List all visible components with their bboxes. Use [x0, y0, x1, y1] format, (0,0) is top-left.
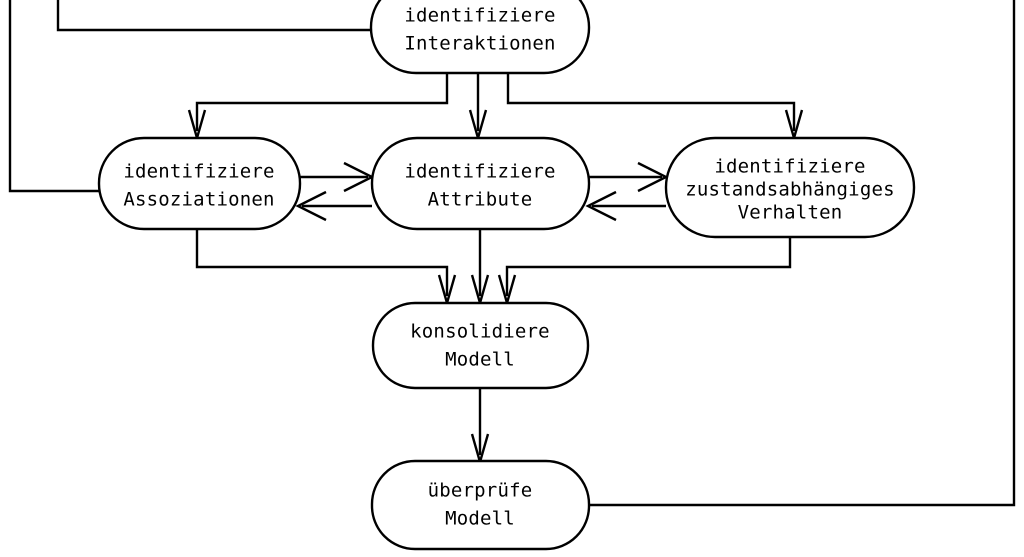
arrowhead-attribute-to-assoziationen — [295, 190, 327, 222]
node-identifiziere-assoziationen[interactable]: identifiziere Assoziationen — [97, 136, 302, 231]
node-label-zustand-line2: zustandsabhängiges — [685, 179, 895, 201]
node-label-interaktionen-line2: Interaktionen — [404, 33, 555, 55]
node-label-interaktionen-line1: identifiziere — [404, 5, 555, 27]
node-label-ueberpruefe-line1: überprüfe — [428, 480, 533, 502]
edge-interaktionen-to-zustand — [506, 73, 796, 131]
node-label-zustand-line1: identifiziere — [714, 156, 865, 178]
node-shape-assoziationen — [97, 136, 302, 231]
node-identifiziere-attribute[interactable]: identifiziere Attribute — [370, 136, 591, 231]
node-label-assoziationen-line1: identifiziere — [123, 161, 274, 183]
node-label-ueberpruefe-line2: Modell — [445, 508, 515, 530]
edge-left-feedback-bus — [8, 0, 99, 193]
node-konsolidiere-modell[interactable]: konsolidiere Modell — [371, 301, 590, 390]
edge-interaktionen-left-input — [56, 0, 371, 32]
node-shape-zustand — [664, 136, 916, 239]
node-label-attribute-line2: Attribute — [428, 189, 533, 211]
edge-assoziationen-to-konsolidiere — [195, 229, 449, 296]
node-label-zustand-line3: Verhalten — [738, 202, 843, 224]
node-shape-interaktionen — [369, 0, 591, 75]
node-label-konsolidiere-line1: konsolidiere — [410, 321, 550, 343]
node-ueberpruefe-modell[interactable]: überprüfe Modell — [370, 459, 591, 551]
node-identifiziere-interaktionen[interactable]: identifiziere Interaktionen — [369, 0, 591, 75]
node-shape-konsolidiere — [371, 301, 590, 390]
node-label-assoziationen-line2: Assoziationen — [123, 189, 274, 211]
node-label-attribute-line1: identifiziere — [404, 161, 555, 183]
edge-ueberpruefe-right-feedback-bus — [589, 0, 1016, 507]
node-shape-ueberpruefe — [370, 459, 591, 551]
arrowhead-zustand-to-attribute — [585, 190, 617, 222]
node-label-konsolidiere-line2: Modell — [445, 349, 515, 371]
edge-interaktionen-to-assoziationen — [195, 73, 449, 131]
edge-zustand-to-konsolidiere — [505, 237, 792, 296]
node-shape-attribute — [370, 136, 591, 231]
node-identifiziere-zustandsabhaengiges-verhalten[interactable]: identifiziere zustandsabhängiges Verhalt… — [664, 136, 916, 239]
